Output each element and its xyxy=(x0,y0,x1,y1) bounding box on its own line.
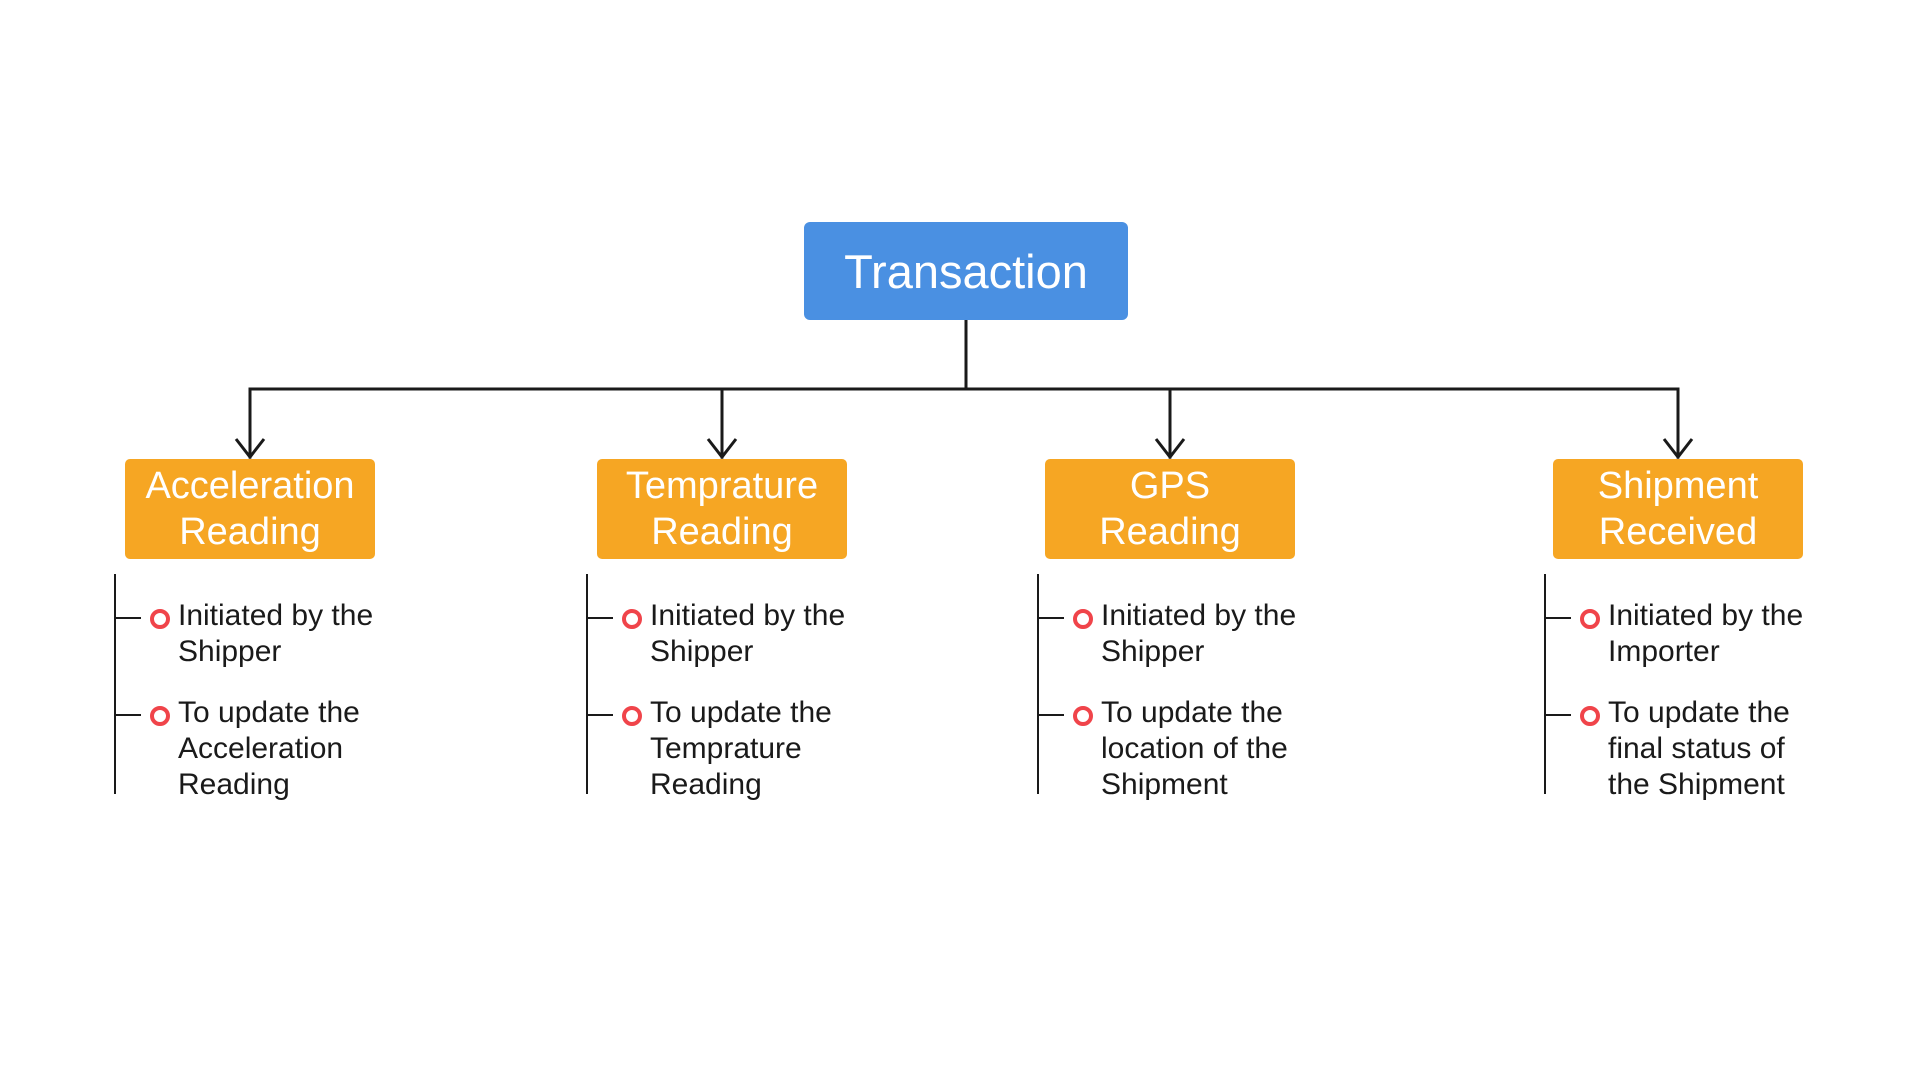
bullet-text-line: location of the xyxy=(1101,732,1288,765)
circle-bullet-icon xyxy=(1073,706,1093,726)
bullet-connector-tick xyxy=(1039,714,1064,716)
arrow-head-icon xyxy=(234,438,266,460)
bullet-text-line: Importer xyxy=(1608,635,1720,668)
bullet-text-line: Initiated by the xyxy=(1101,599,1297,632)
bullet-text-line: the Shipment xyxy=(1608,768,1785,801)
bullet-text-line: final status of xyxy=(1608,732,1785,765)
circle-bullet-icon xyxy=(1580,706,1600,726)
bullet-text-line: Initiated by the xyxy=(178,599,374,632)
bullet-text-line: To update the xyxy=(1101,696,1283,729)
bullet-text-line: Initiated by the xyxy=(1608,599,1804,632)
branch-node-label-line: Temprature xyxy=(625,465,819,507)
arrow-head-icon xyxy=(1154,438,1186,460)
arrow-head-icon xyxy=(1662,438,1694,460)
root-node-transaction: Transaction xyxy=(804,222,1128,320)
bullet-connector-tick xyxy=(1039,617,1064,619)
circle-bullet-icon xyxy=(1580,609,1600,629)
root-node-label: Transaction xyxy=(844,244,1088,298)
circle-bullet-icon xyxy=(150,706,170,726)
circle-bullet-icon xyxy=(622,706,642,726)
bullet-text-line: To update the xyxy=(650,696,832,729)
bullet-text-line: To update the xyxy=(1608,696,1790,729)
bullet-connector-tick xyxy=(116,714,141,716)
arrow-head-icon xyxy=(706,438,738,460)
branch-node-label-line: GPS xyxy=(1129,465,1211,507)
branch-node-label-line: Reading xyxy=(651,511,793,553)
bullet-connector-tick xyxy=(588,617,613,619)
circle-bullet-icon xyxy=(150,609,170,629)
branch-node-label-line: Reading xyxy=(179,511,321,553)
branch-node-label-line: Received xyxy=(1598,511,1758,553)
bullet-text-line: Initiated by the xyxy=(650,599,846,632)
branch-node-label-line: Reading xyxy=(1099,511,1241,553)
bullet-text-line: Shipment xyxy=(1101,768,1228,801)
bullet-text-line: Acceleration xyxy=(178,732,344,765)
branch-node-label-line: Acceleration xyxy=(145,465,355,507)
bullet-text-line: To update the xyxy=(178,696,360,729)
bullet-text-line: Shipper xyxy=(1101,635,1205,668)
bullet-text-line: Reading xyxy=(178,768,290,801)
circle-bullet-icon xyxy=(622,609,642,629)
bullet-text-line: Shipper xyxy=(650,635,754,668)
bullet-connector-tick xyxy=(1546,617,1571,619)
bullet-text-line: Reading xyxy=(650,768,762,801)
bullet-text-line: Shipper xyxy=(178,635,282,668)
bullet-connector-tick xyxy=(1546,714,1571,716)
bullet-connector-tick xyxy=(588,714,613,716)
bullet-connector-tick xyxy=(116,617,141,619)
branch-node-label-line: Shipment xyxy=(1597,465,1759,507)
bullet-text-line: Temprature xyxy=(650,732,802,765)
circle-bullet-icon xyxy=(1073,609,1093,629)
